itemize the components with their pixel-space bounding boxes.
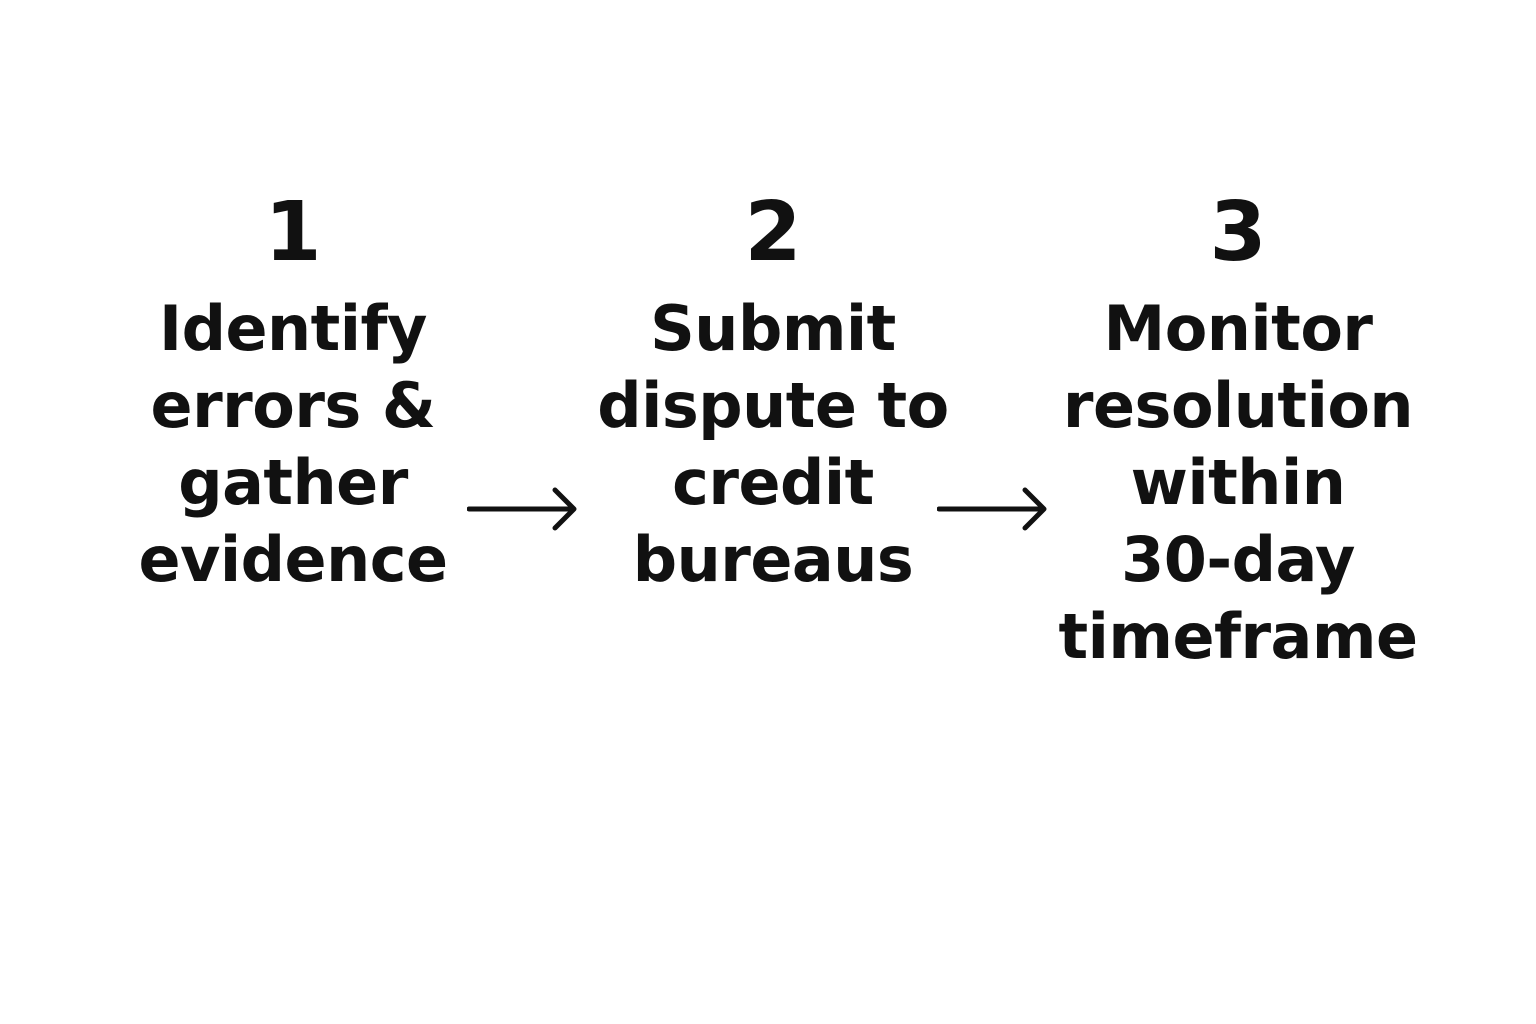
step-label-line: Identify bbox=[159, 292, 427, 365]
step-label-line: timeframe bbox=[1058, 600, 1418, 673]
arrow-right-icon bbox=[937, 487, 1047, 531]
step-2: 2 Submit dispute to credit bureaus bbox=[573, 188, 973, 598]
step-label-line: credit bbox=[672, 446, 874, 519]
step-number: 3 bbox=[1209, 185, 1267, 280]
arrow-right-icon bbox=[467, 487, 577, 531]
step-label-line: resolution bbox=[1062, 369, 1414, 442]
step-label: Submit dispute to credit bureaus bbox=[573, 290, 973, 598]
step-number: 1 bbox=[264, 185, 322, 280]
step-label-line: Submit bbox=[650, 292, 896, 365]
step-label: Monitor resolution within 30-day timefra… bbox=[1038, 290, 1438, 675]
step-number: 2 bbox=[744, 185, 802, 280]
step-label-line: errors & bbox=[150, 369, 436, 442]
step-label-line: dispute to bbox=[597, 369, 949, 442]
step-label-line: gather bbox=[178, 446, 408, 519]
step-3: 3 Monitor resolution within 30-day timef… bbox=[1038, 188, 1438, 675]
step-1: 1 Identify errors & gather evidence bbox=[93, 188, 493, 598]
step-label: Identify errors & gather evidence bbox=[93, 290, 493, 598]
step-label-line: within bbox=[1130, 446, 1346, 519]
step-label-line: bureaus bbox=[632, 523, 914, 596]
step-label-line: Monitor bbox=[1103, 292, 1374, 365]
step-label-line: 30-day bbox=[1121, 523, 1355, 596]
step-label-line: evidence bbox=[138, 523, 448, 596]
